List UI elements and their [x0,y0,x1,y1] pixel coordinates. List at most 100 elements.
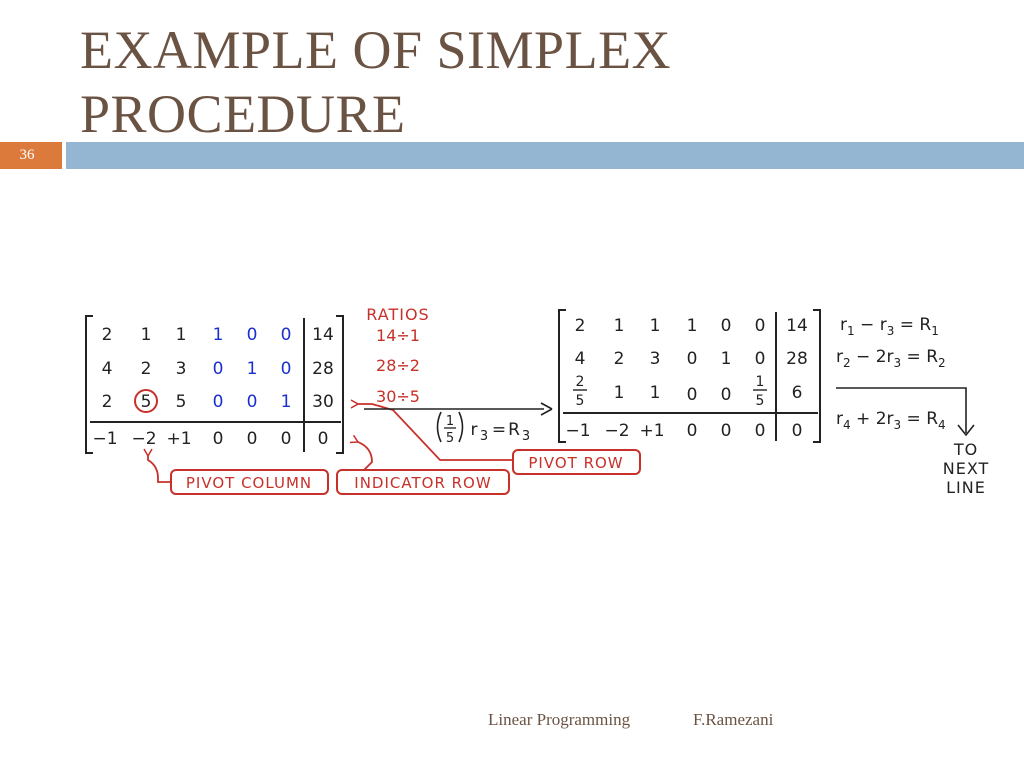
t1-r3-c2-pivot: 5 [141,392,152,412]
indicator-row-arrow [349,434,373,471]
t1-r1-rhs: 14 [312,325,334,345]
t2-r1-c2: 1 [614,316,625,336]
to-next-line-2: NEXT [943,459,990,478]
slide-number: 36 [19,147,35,163]
t2-r4-c2: −2 [604,421,629,441]
pivot-row-label-box [512,449,641,475]
t1-r2-c6: 0 [281,359,292,379]
t1-r2-c2: 2 [141,359,152,379]
op-scale-den: 5 [446,431,454,446]
op-R3-sub: 3 [522,429,530,444]
to-next-line-1: TO [953,440,978,459]
t1-r4-c1: −1 [92,429,117,449]
slide-number-box: 36 [0,142,62,169]
next-line-arrow [836,387,967,433]
t2-r1-c6: 0 [755,316,766,336]
t1-r4-c6: 0 [281,429,292,449]
t1-r1-c1: 2 [102,325,113,345]
t1-r4-c5: 0 [247,429,258,449]
t2-r2-c6: 0 [755,349,766,369]
tableau-2: 2 1 1 1 0 0 14 4 2 3 0 1 0 28 2 5 1 1 0 … [558,309,821,443]
t2-r2-rhs: 28 [786,349,808,369]
tableau-2-right-bracket [813,309,821,443]
t1-r1-c3: 1 [176,325,187,345]
op-R3: R [508,420,520,440]
footer-author: F.Ramezani [693,710,774,729]
t1-r4-c2: −2 [131,429,156,449]
t1-r2-c3: 3 [176,359,187,379]
slide-title-line-1: EXAMPLE OF SIMPLEX [80,20,672,80]
t1-r2-c5: 1 [247,359,258,379]
t1-r4-c4: 0 [213,429,224,449]
ratios-heading: RATIOS [366,305,429,324]
t1-r3-c5: 0 [247,392,258,412]
pivot-row-arrow [350,399,513,461]
pivot-row-operation: 1 5 r 3 = R 3 [436,411,530,446]
t2-r1-c1: 2 [575,316,586,336]
t2-r2-c3: 3 [650,349,661,369]
t1-r1-c4: 1 [213,325,224,345]
t2-r4-c5: 0 [721,421,732,441]
to-next-line-3: LINE [946,478,986,497]
t1-r1-c5: 0 [247,325,258,345]
t2-r2-c5: 1 [721,349,732,369]
t2-r3-c6-num: 1 [756,374,765,390]
t2-r1-rhs: 14 [786,316,808,336]
t2-r4-c6: 0 [755,421,766,441]
tableau-1: 2 1 1 1 0 0 14 4 2 3 0 1 0 28 2 5 5 0 0 … [85,315,344,454]
t1-r3-c1: 2 [102,392,113,412]
annotation-arrows [143,399,513,483]
t2-r3-c1-num: 2 [576,374,585,390]
t2-r3-c3: 1 [650,383,661,403]
t1-r4-c3: +1 [166,429,191,449]
t1-r1-c6: 0 [281,325,292,345]
t1-r3-c4: 0 [213,392,224,412]
t1-r3-c3: 5 [176,392,187,412]
t2-r4-c1: −1 [565,421,590,441]
tableau-1-left-bracket [85,315,93,454]
pivot-column-label: PIVOT COLUMN [186,474,312,492]
t2-r2-c4: 0 [687,349,698,369]
slide-title-line-2: PROCEDURE [80,84,406,144]
ratio-row-2: 28÷2 [376,356,420,375]
t2-r1-c3: 1 [650,316,661,336]
t2-r3-c4: 0 [687,385,698,405]
ratios-block: RATIOS 14÷1 28÷2 30÷5 [366,305,429,406]
t1-r1-c2: 1 [141,325,152,345]
row-op-3: r4 + 2r3 = R4 [836,409,946,432]
t2-r3-c5: 0 [721,385,732,405]
t1-r2-c4: 0 [213,359,224,379]
row-operations: r1 − r3 = R1 r2 − 2r3 = R2 r4 + 2r3 = R4 [836,315,975,437]
t1-r3-rhs: 30 [312,392,334,412]
title-accent-bar [66,142,1024,169]
pivot-column-arrow [143,448,171,483]
indicator-row-label: INDICATOR ROW [354,474,491,492]
slide-title: EXAMPLE OF SIMPLEX PROCEDURE [80,18,671,146]
transform-arrow [364,402,553,416]
pivot-row-label: PIVOT ROW [528,454,623,472]
annotation-labels: PIVOT COLUMN INDICATOR ROW PIVOT ROW [170,449,641,495]
op-equals: = [492,420,506,440]
t2-r3-c2: 1 [614,383,625,403]
t2-r4-c4: 0 [687,421,698,441]
op-scale-num: 1 [446,414,454,429]
t2-r2-c2: 2 [614,349,625,369]
op-r3-sub: 3 [480,429,488,444]
to-next-line-label: TO NEXT LINE [943,440,990,497]
t2-r3-c6-den: 5 [756,393,765,409]
op-r3: r [471,420,478,440]
t2-r3-c1-den: 5 [576,393,585,409]
t2-r3-rhs: 6 [792,383,803,403]
indicator-row-label-box [336,469,510,495]
row-op-1: r1 − r3 = R1 [840,315,939,338]
t2-r2-c1: 4 [575,349,586,369]
t2-r4-c3: +1 [639,421,664,441]
footer-course: Linear Programming [488,710,631,729]
tableau-2-left-bracket [558,309,566,443]
t2-r1-c4: 1 [687,316,698,336]
t1-r3-c6: 1 [281,392,292,412]
t1-r2-c1: 4 [102,359,113,379]
row-op-2: r2 − 2r3 = R2 [836,347,946,370]
ratio-row-3: 30÷5 [376,387,420,406]
